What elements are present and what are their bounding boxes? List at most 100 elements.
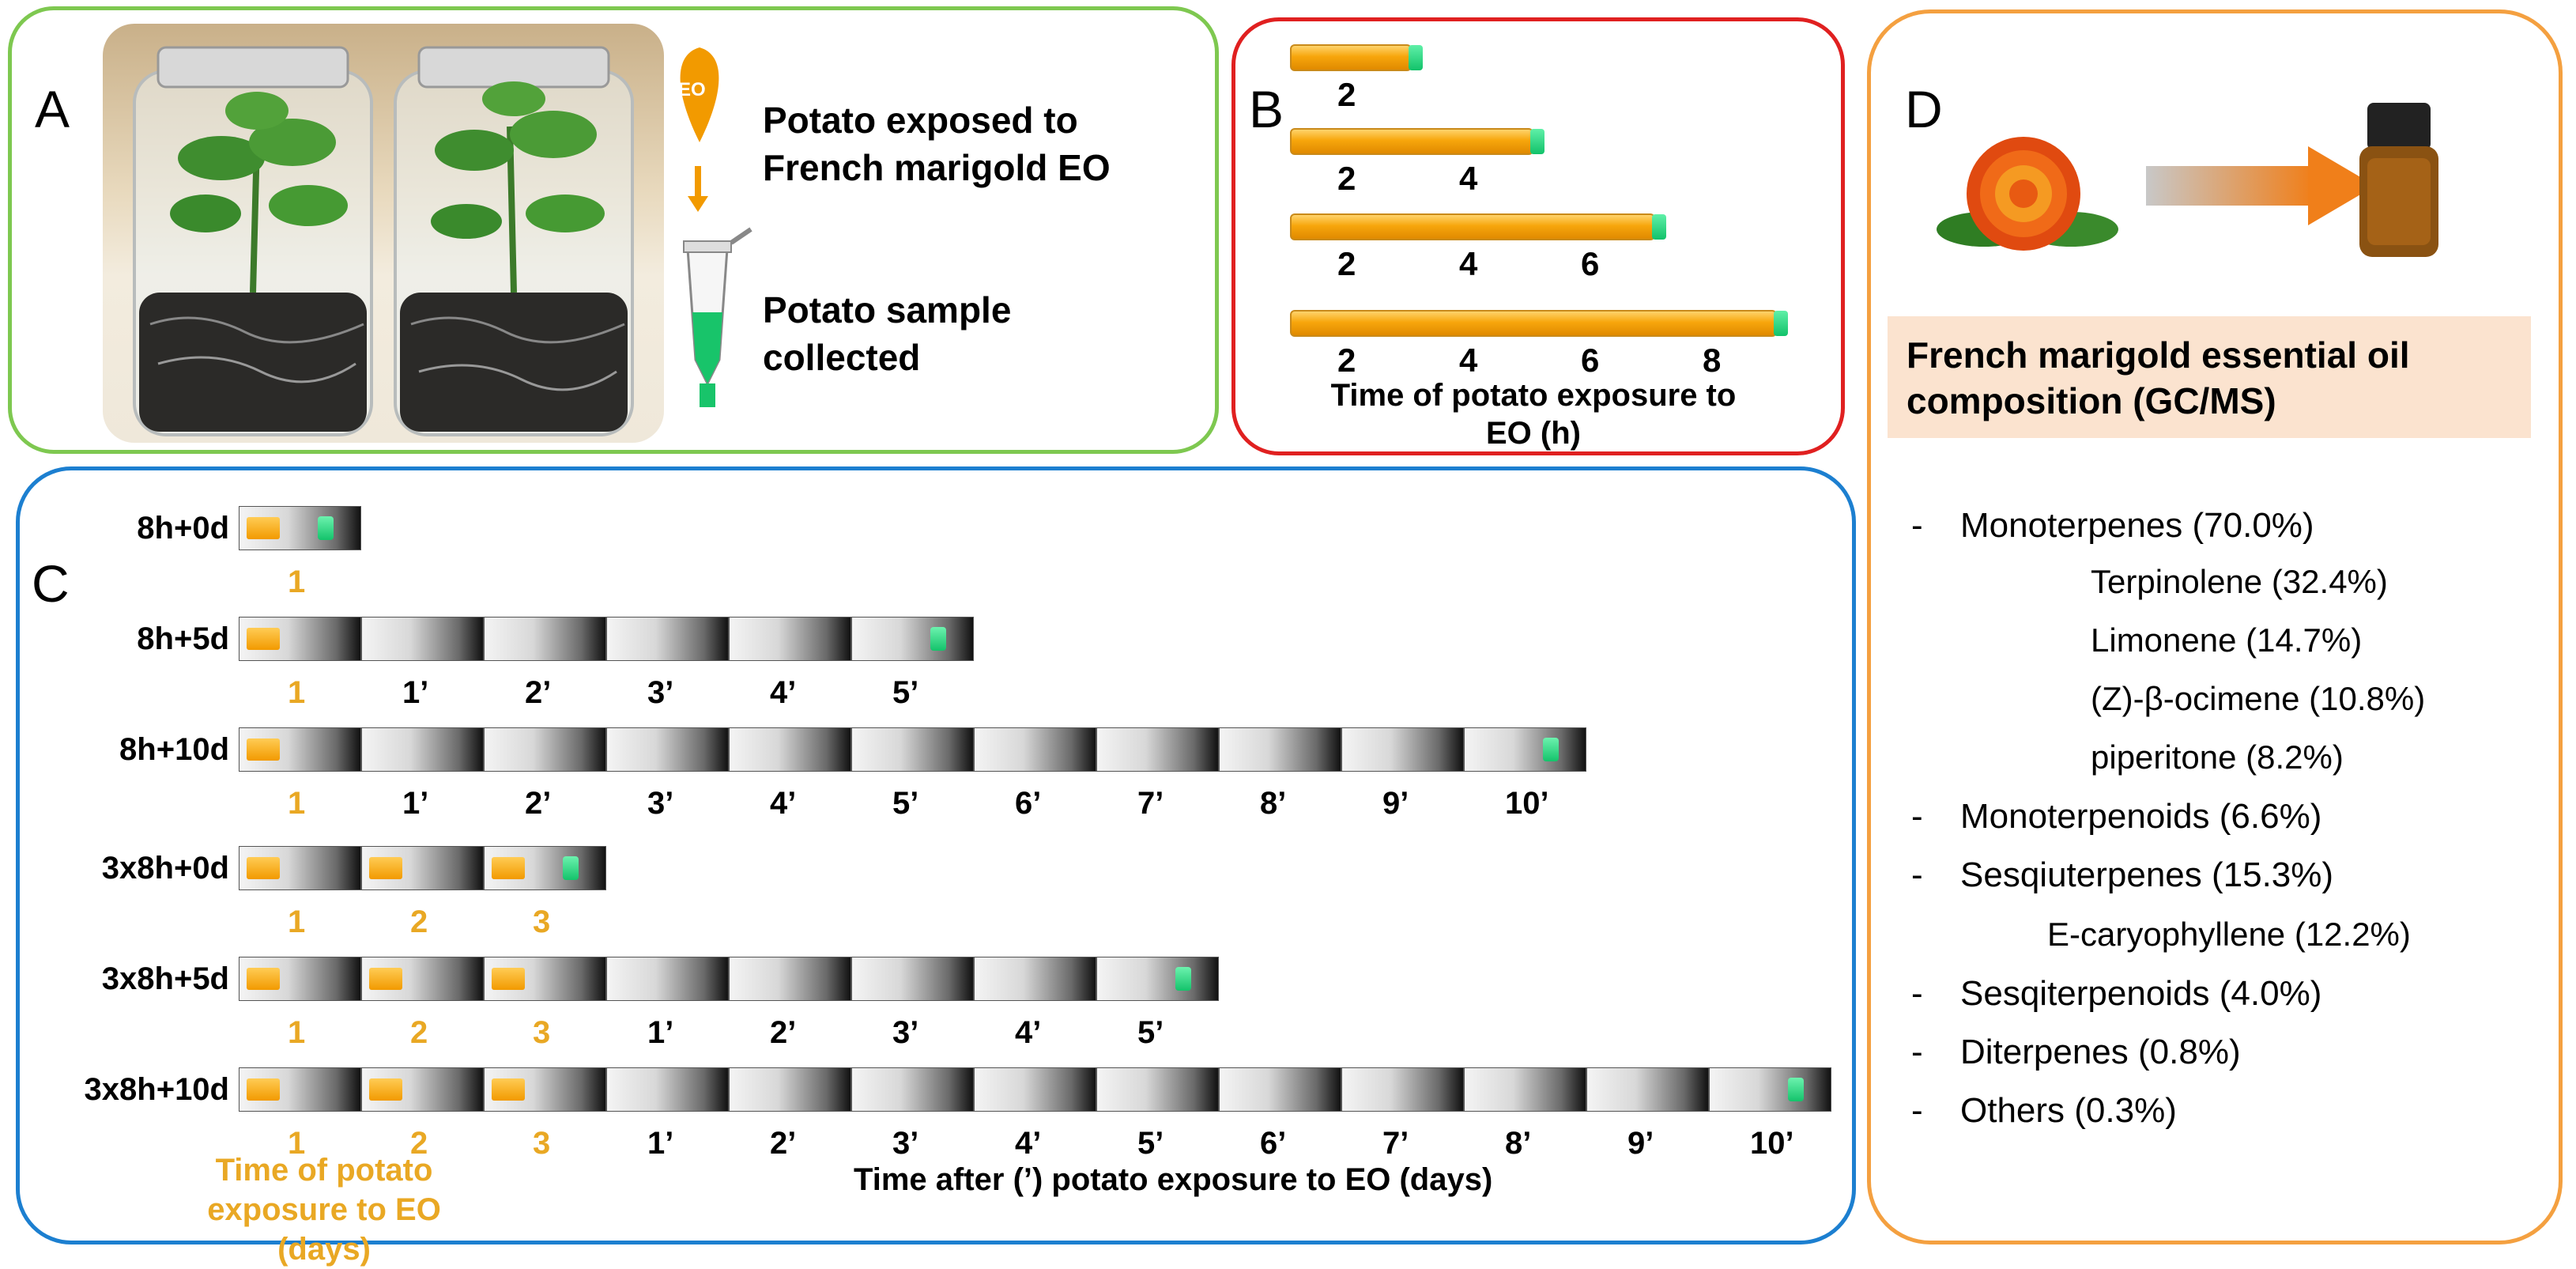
after-day-label: 2’ <box>770 1015 797 1050</box>
panel-a-text1: Potato exposed to French marigold EO <box>763 100 1111 188</box>
eo-exposure-marker <box>369 968 402 990</box>
after-day-label: 1’ <box>647 1015 674 1050</box>
row-label: 3x8h+10d <box>84 1072 229 1107</box>
composition-compound: piperitone (8.2%) <box>2091 738 2344 776</box>
after-day-label: 1’ <box>647 1126 674 1161</box>
sample-marker <box>1409 45 1423 70</box>
row-label: 8h+0d <box>137 511 229 546</box>
row-label: 3x8h+0d <box>101 851 229 886</box>
panel-c-label: C <box>32 554 70 613</box>
after-day-label: 4’ <box>770 786 797 821</box>
after-day-label: 3’ <box>892 1015 919 1050</box>
after-day-label: 7’ <box>1137 786 1164 821</box>
after-day-label: 3’ <box>892 1126 919 1161</box>
after-day-label: 2’ <box>525 786 552 821</box>
time-segment <box>484 727 606 772</box>
eo-drop-label: EO <box>678 79 706 100</box>
time-segment <box>851 727 974 772</box>
composition-class: Sesqiterpenoids (4.0%) <box>1960 974 2322 1013</box>
exposure-day-label: 3 <box>533 1126 551 1161</box>
composition-dash: - <box>1911 974 1923 1013</box>
composition-compound: E-caryophyllene (12.2%) <box>2047 916 2411 953</box>
time-segment <box>361 727 484 772</box>
after-day-label: 5’ <box>892 675 919 710</box>
sample-marker <box>1774 311 1788 336</box>
composition-compound: (Z)-β-ocimene (10.8%) <box>2091 680 2426 717</box>
after-day-label: 8’ <box>1505 1126 1532 1161</box>
oil-bottle-icon <box>2359 103 2438 257</box>
sample-marker <box>1175 967 1191 991</box>
after-day-label: 6’ <box>1015 786 1042 821</box>
exposure-day-label: 3 <box>533 905 551 939</box>
row-label: 8h+10d <box>119 732 229 767</box>
panel-b <box>1231 17 1845 455</box>
after-day-label: 9’ <box>1382 786 1409 821</box>
time-segment <box>606 617 729 661</box>
panel-d-header-text: French marigold essential oil compositio… <box>1907 334 2410 421</box>
time-segment <box>606 1067 729 1112</box>
composition-class: Monoterpenes (70.0%) <box>1960 506 2314 545</box>
after-day-label: 8’ <box>1260 786 1287 821</box>
composition-compound: Terpinolene (32.4%) <box>2091 563 2388 600</box>
panel-d-label: D <box>1905 80 1943 138</box>
time-segment <box>851 957 974 1001</box>
panel-c-xlabel-exposure: Time of potato exposure to EO (days) <box>207 1153 441 1267</box>
time-segment <box>851 1067 974 1112</box>
eo-exposure-marker <box>247 1078 280 1101</box>
panel-d <box>1867 9 2563 1244</box>
exposure-day-label: 2 <box>410 905 428 939</box>
sample-marker <box>318 516 334 540</box>
time-segment <box>851 617 974 661</box>
time-segment <box>606 957 729 1001</box>
bar-tick-label: 8 <box>1703 342 1722 379</box>
after-day-label: 1’ <box>402 786 429 821</box>
time-segment <box>1709 1067 1831 1112</box>
sample-tube-icon <box>683 227 752 407</box>
eo-exposure-marker <box>247 517 280 539</box>
composition-class: Sesqiuterpenes (15.3%) <box>1960 855 2334 894</box>
panel-b-label: B <box>1249 80 1284 138</box>
sample-marker <box>930 627 946 651</box>
exposure-day-label: 2 <box>410 1126 428 1161</box>
exposure-bar-8h <box>1290 310 1777 337</box>
time-segment <box>606 727 729 772</box>
time-segment <box>1341 1067 1464 1112</box>
eo-exposure-marker <box>492 968 525 990</box>
sample-marker <box>1788 1078 1804 1101</box>
after-day-label: 4’ <box>770 675 797 710</box>
composition-class: Others (0.3%) <box>1960 1091 2177 1130</box>
bar-tick-label: 4 <box>1459 160 1478 197</box>
exposure-day-label: 3 <box>533 1015 551 1050</box>
exposure-bar-6h <box>1290 213 1655 240</box>
panel-a-text2: Potato sample collected <box>763 289 1012 378</box>
exposure-day-label: 1 <box>288 675 306 710</box>
exposure-day-label: 1 <box>288 1126 306 1161</box>
after-day-label: 9’ <box>1627 1126 1654 1161</box>
time-segment <box>1464 1067 1586 1112</box>
time-segment <box>361 617 484 661</box>
composition-dash: - <box>1911 506 1923 545</box>
after-day-label: 5’ <box>1137 1015 1164 1050</box>
composition-dash: - <box>1911 1091 1923 1130</box>
time-segment <box>974 957 1096 1001</box>
time-segment <box>1096 727 1219 772</box>
row-label: 8h+5d <box>137 621 229 656</box>
eo-exposure-marker <box>492 1078 525 1101</box>
panel-b-axis-title: Time of potato exposure to EO (h) <box>1330 378 1737 451</box>
eo-exposure-marker <box>247 628 280 650</box>
time-segment <box>1096 1067 1219 1112</box>
time-segment <box>1464 727 1586 772</box>
bar-tick-label: 2 <box>1337 245 1356 282</box>
after-day-label: 4’ <box>1015 1015 1042 1050</box>
time-segment <box>729 1067 851 1112</box>
after-day-label: 10’ <box>1750 1126 1794 1161</box>
bar-tick-label: 4 <box>1459 245 1478 282</box>
panel-c-xlabel-after: Time after (’) potato exposure to EO (da… <box>854 1162 1493 1197</box>
composition-class: Monoterpenoids (6.6%) <box>1960 797 2322 836</box>
after-day-label: 1’ <box>402 675 429 710</box>
exposure-bar-4h <box>1290 128 1533 155</box>
composition-class: Diterpenes (0.8%) <box>1960 1033 2241 1071</box>
bar-tick-label: 2 <box>1337 76 1356 113</box>
sample-marker <box>1530 129 1544 154</box>
panel-d-header: French marigold essential oil compositio… <box>1888 316 2531 438</box>
